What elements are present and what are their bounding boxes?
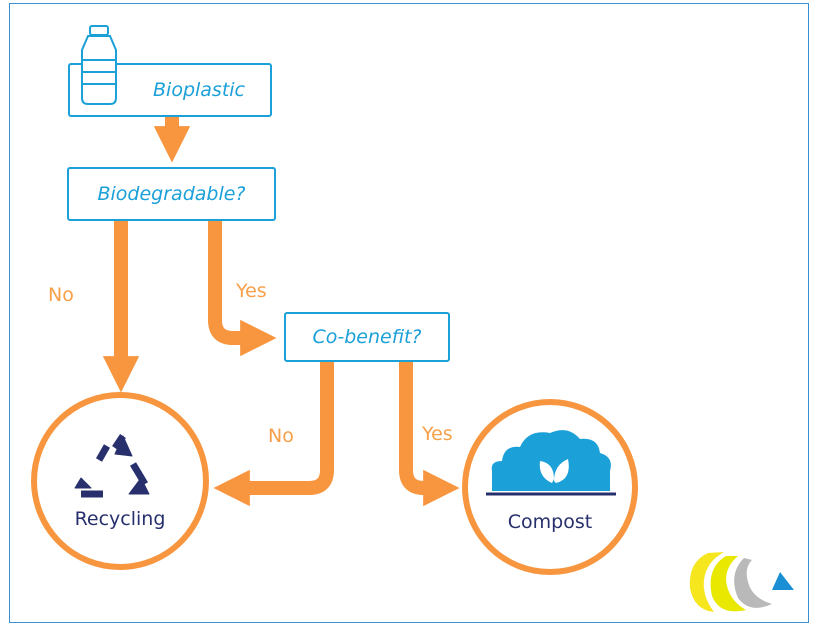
diagram-frame [9,3,809,623]
edge-label-biodegradable-no: No [48,284,74,306]
edge-label-cobenefit-no: No [268,425,294,447]
node-bioplastic-label: Bioplastic [153,79,245,101]
arrow-biodegradable-yes [208,221,277,357]
edge-label-cobenefit-yes: Yes [422,423,453,445]
outcome-compost: Compost [462,399,638,575]
node-cobenefit: Co-benefit? [284,312,450,362]
arrow-cobenefit-yes [399,362,460,507]
node-cobenefit-label: Co-benefit? [312,326,422,348]
node-biodegradable-label: Biodegradable? [97,183,246,205]
recycle-icon [74,434,150,498]
outcome-recycling-label: Recycling [74,508,166,530]
outcome-compost-label: Compost [507,511,593,533]
node-bioplastic: Bioplastic [68,63,272,117]
node-biodegradable: Biodegradable? [67,167,276,221]
arrow-cobenefit-no [213,362,334,507]
outcome-recycling: Recycling [31,392,209,570]
edge-label-biodegradable-yes: Yes [236,280,267,302]
compost-icon [486,430,616,496]
